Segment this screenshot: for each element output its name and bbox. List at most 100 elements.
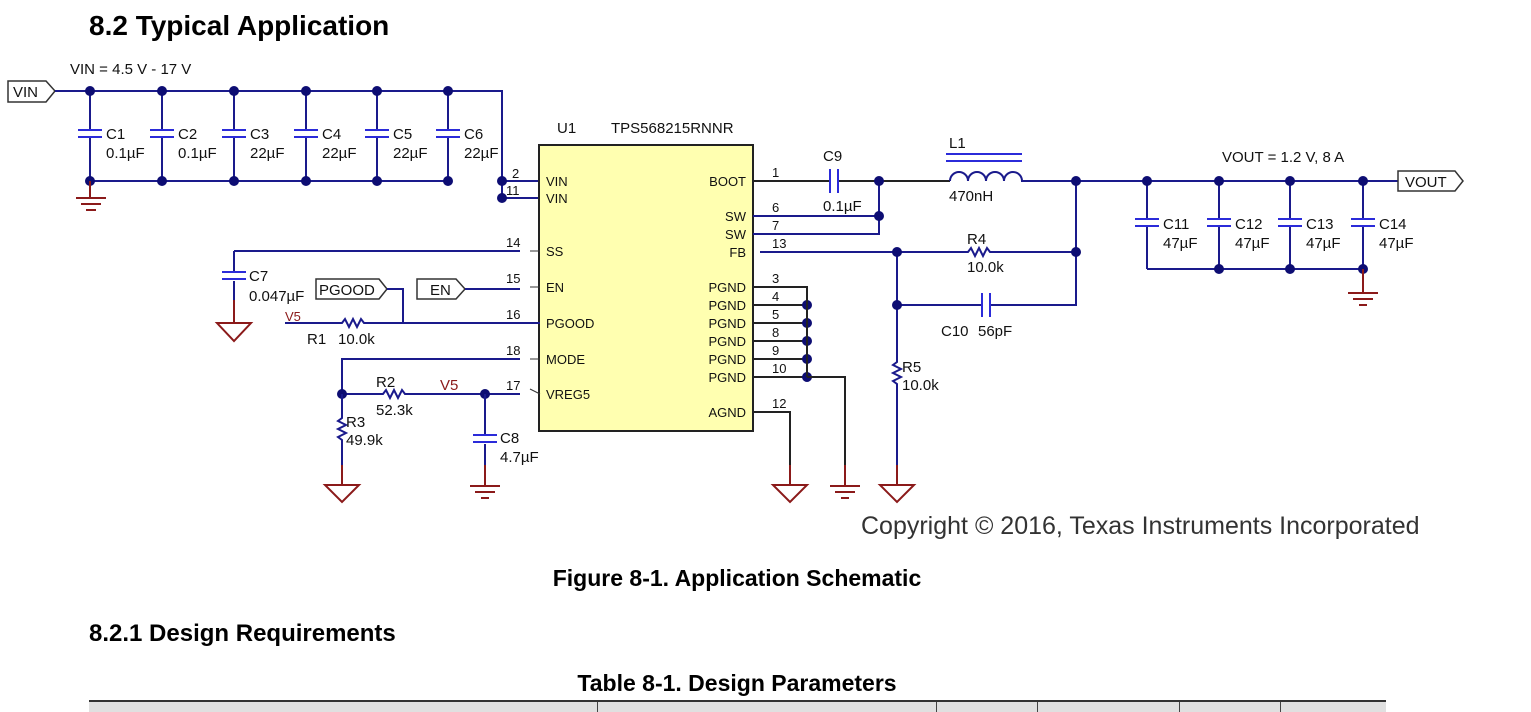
- svg-text:VIN: VIN: [13, 84, 38, 101]
- svg-text:C5: C5: [393, 126, 412, 143]
- ic-pin-name: SW: [725, 227, 747, 242]
- svg-text:47µF: 47µF: [1379, 235, 1414, 252]
- ic-pin-name: PGND: [708, 334, 746, 349]
- svg-text:V5: V5: [285, 309, 301, 324]
- ic-pin-number: 15: [506, 271, 520, 286]
- svg-text:0.1µF: 0.1µF: [106, 145, 145, 162]
- ic-pin-number: 5: [772, 307, 779, 322]
- svg-text:47µF: 47µF: [1163, 235, 1198, 252]
- svg-text:PGOOD: PGOOD: [319, 282, 375, 299]
- vin-rail: [55, 90, 503, 198]
- ic-pin-name: VIN: [546, 191, 568, 206]
- table-caption: Table 8-1. Design Parameters: [577, 670, 897, 696]
- input-capacitor: C6 22µF: [436, 86, 499, 186]
- svg-text:49.9k: 49.9k: [346, 432, 383, 449]
- svg-text:VOUT: VOUT: [1405, 174, 1447, 191]
- input-capacitor: C20.1µF: [150, 86, 217, 186]
- en-port: EN: [416, 278, 467, 300]
- ic-pin-name: SS: [546, 244, 564, 259]
- ic-part: TPS568215RNNR: [611, 120, 734, 137]
- vin-range-label: VIN = 4.5 V - 17 V: [70, 61, 191, 78]
- input-capacitor: C1 0.1µF: [78, 86, 145, 186]
- output-capacitor: C14 47µF: [1351, 176, 1414, 274]
- svg-text:22µF: 22µF: [250, 145, 285, 162]
- ic-pin-name: FB: [729, 245, 746, 260]
- svg-text:C12: C12: [1235, 216, 1263, 233]
- svg-text:L1: L1: [949, 135, 966, 152]
- svg-text:0.1µF: 0.1µF: [823, 198, 862, 215]
- svg-text:10.0k: 10.0k: [902, 377, 939, 394]
- svg-text:R4: R4: [967, 231, 986, 248]
- svg-text:C11: C11: [1163, 216, 1189, 233]
- svg-text:R2: R2: [376, 374, 395, 391]
- svg-text:C10: C10: [941, 323, 969, 340]
- ic-pin-name: PGND: [708, 298, 746, 313]
- svg-text:470nH: 470nH: [949, 188, 993, 205]
- svg-text:C8: C8: [500, 430, 519, 447]
- pgood-port: PGOOD: [315, 278, 388, 300]
- input-capacitor: C5 22µF: [365, 86, 428, 186]
- ic-pin-number: 3: [772, 271, 779, 286]
- ic-pin-number: 6: [772, 200, 779, 215]
- ic-pin-number: 16: [506, 307, 520, 322]
- ic-pin-number: 12: [772, 396, 786, 411]
- ic-pin-number: 1: [772, 165, 779, 180]
- svg-text:R3: R3: [346, 414, 365, 431]
- svg-text:10.0k: 10.0k: [967, 259, 1004, 276]
- svg-text:C4: C4: [322, 126, 341, 143]
- svg-text:52.3k: 52.3k: [376, 402, 413, 419]
- svg-text:4.7µF: 4.7µF: [500, 449, 539, 466]
- output-capacitor: C12 47µF: [1207, 176, 1270, 274]
- svg-text:R1: R1: [307, 331, 326, 348]
- ic-pin-name: AGND: [708, 405, 746, 420]
- svg-text:C7: C7: [249, 268, 268, 285]
- design-parameters-table-header: [89, 700, 1386, 712]
- svg-text:22µF: 22µF: [322, 145, 357, 162]
- vin-port: VIN: [7, 80, 56, 103]
- ic-pin-name: EN: [546, 280, 564, 295]
- ic-pin-number: 9: [772, 343, 779, 358]
- svg-text:C1: C1: [106, 126, 125, 143]
- svg-text:11: 11: [506, 183, 520, 198]
- svg-text:C6: C6: [464, 126, 483, 143]
- svg-text:2: 2: [512, 166, 519, 181]
- input-capacitor: C4 22µF: [294, 86, 357, 186]
- svg-text:C9: C9: [823, 148, 842, 165]
- svg-text:R5: R5: [902, 359, 921, 376]
- application-schematic: VIN VIN = 4.5 V - 17 V C10.1µFC20.1µFC32…: [7, 61, 1464, 504]
- ic-pin-name: VIN: [546, 174, 568, 189]
- ic-ref: U1: [557, 120, 576, 137]
- svg-text:V5: V5: [440, 377, 458, 394]
- ic-pin-number: 14: [506, 235, 520, 250]
- svg-text:C2: C2: [178, 126, 197, 143]
- ic-pin-number: 8: [772, 325, 779, 340]
- svg-text:C13: C13: [1306, 216, 1334, 233]
- output-capacitor: C11 47µF: [1135, 176, 1198, 269]
- svg-text:47µF: 47µF: [1235, 235, 1270, 252]
- ic-pin-name: PGND: [708, 352, 746, 367]
- ic-pin-name: MODE: [546, 352, 585, 367]
- ic-pin-name: PGND: [708, 370, 746, 385]
- ic-pin-name: BOOT: [709, 174, 746, 189]
- ic-u1: [538, 144, 754, 432]
- svg-text:C14: C14: [1379, 216, 1407, 233]
- svg-text:22µF: 22µF: [464, 145, 499, 162]
- ic-pin-name: VREG5: [546, 387, 590, 402]
- ground-icon: [76, 181, 106, 211]
- subsection-title: 8.2.1 Design Requirements: [89, 620, 396, 647]
- copyright-notice: Copyright © 2016, Texas Instruments Inco…: [861, 512, 1420, 540]
- svg-text:EN: EN: [430, 282, 451, 299]
- svg-text:22µF: 22µF: [393, 145, 428, 162]
- ic-pin-number: 10: [772, 361, 786, 376]
- ic-pin-name: PGND: [708, 280, 746, 295]
- svg-text:10.0k: 10.0k: [338, 331, 375, 348]
- vout-spec-label: VOUT = 1.2 V, 8 A: [1222, 149, 1344, 166]
- figure-caption: Figure 8-1. Application Schematic: [552, 565, 922, 591]
- svg-text:0.047µF: 0.047µF: [249, 288, 304, 305]
- ic-pin-number: 13: [772, 236, 786, 251]
- ic-pin-number: 18: [506, 343, 520, 358]
- ic-pin-name: PGND: [708, 316, 746, 331]
- ic-pin-name: PGOOD: [546, 316, 594, 331]
